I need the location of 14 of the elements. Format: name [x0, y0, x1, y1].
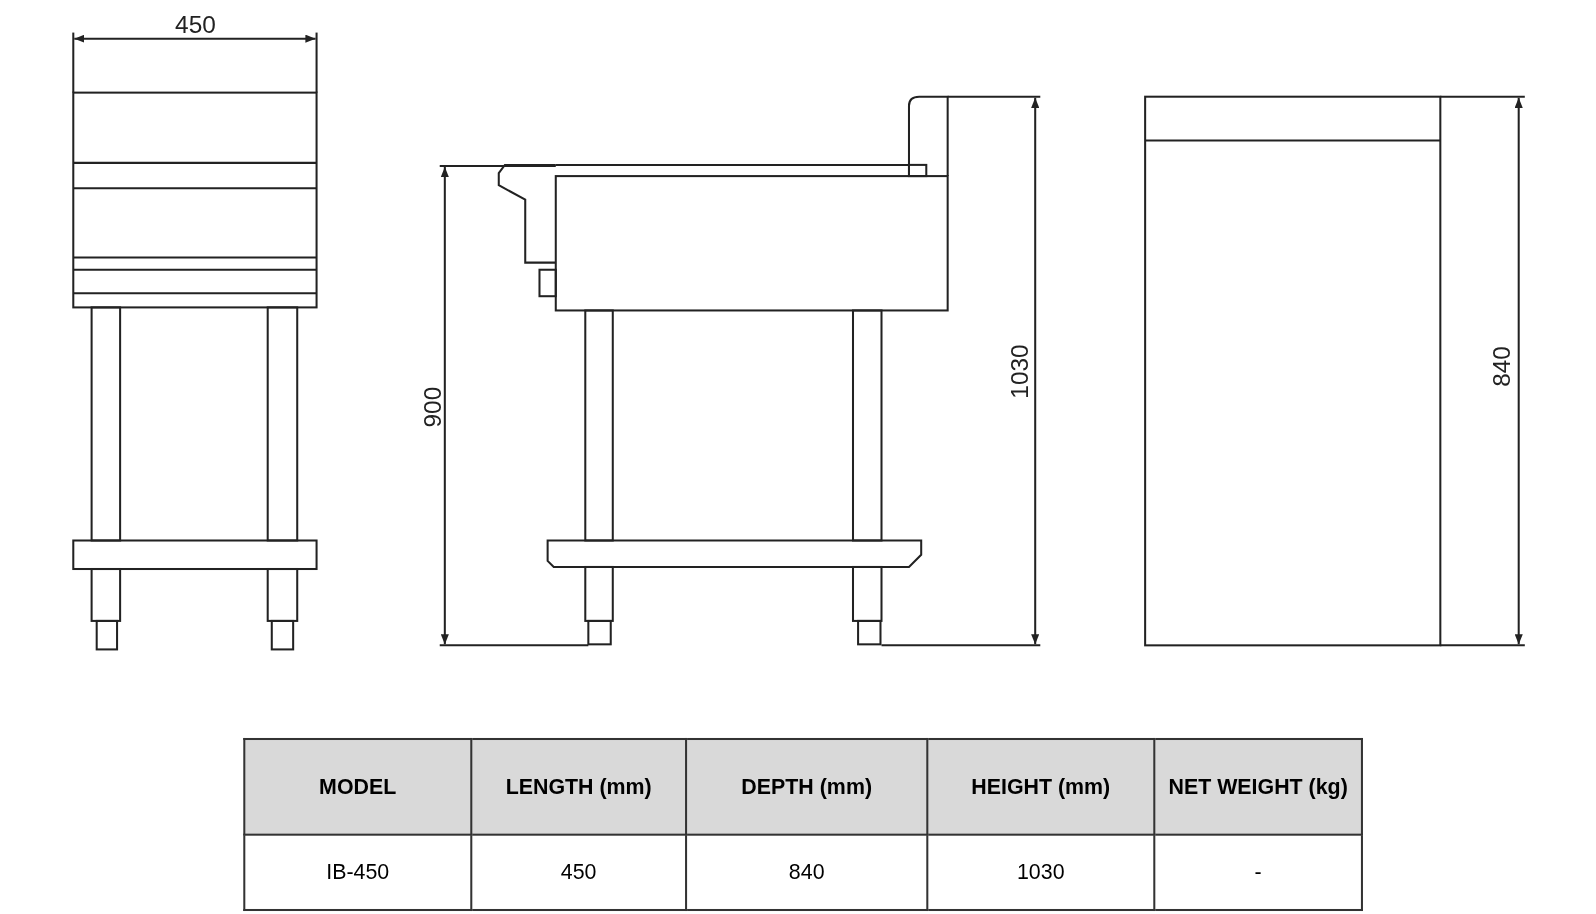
table-cell: 1030 — [927, 834, 1155, 910]
table-header-cell: DEPTH (mm) — [686, 739, 928, 835]
table-cell: 840 — [686, 834, 928, 910]
table-cell: IB-450 — [244, 834, 472, 910]
table-header-cell: MODEL — [244, 739, 472, 835]
dimension-label: 450 — [175, 12, 216, 37]
table-cell: - — [1154, 834, 1362, 910]
table-cell: 450 — [471, 834, 687, 910]
dimension-label: 1030 — [1006, 344, 1032, 399]
dimension-label: 840 — [1489, 346, 1514, 387]
table-header-cell: LENGTH (mm) — [471, 739, 687, 835]
table-header-cell: HEIGHT (mm) — [927, 739, 1155, 835]
table-header-cell: NET WEIGHT (kg) — [1154, 739, 1362, 835]
dimension-label: 900 — [420, 386, 445, 428]
